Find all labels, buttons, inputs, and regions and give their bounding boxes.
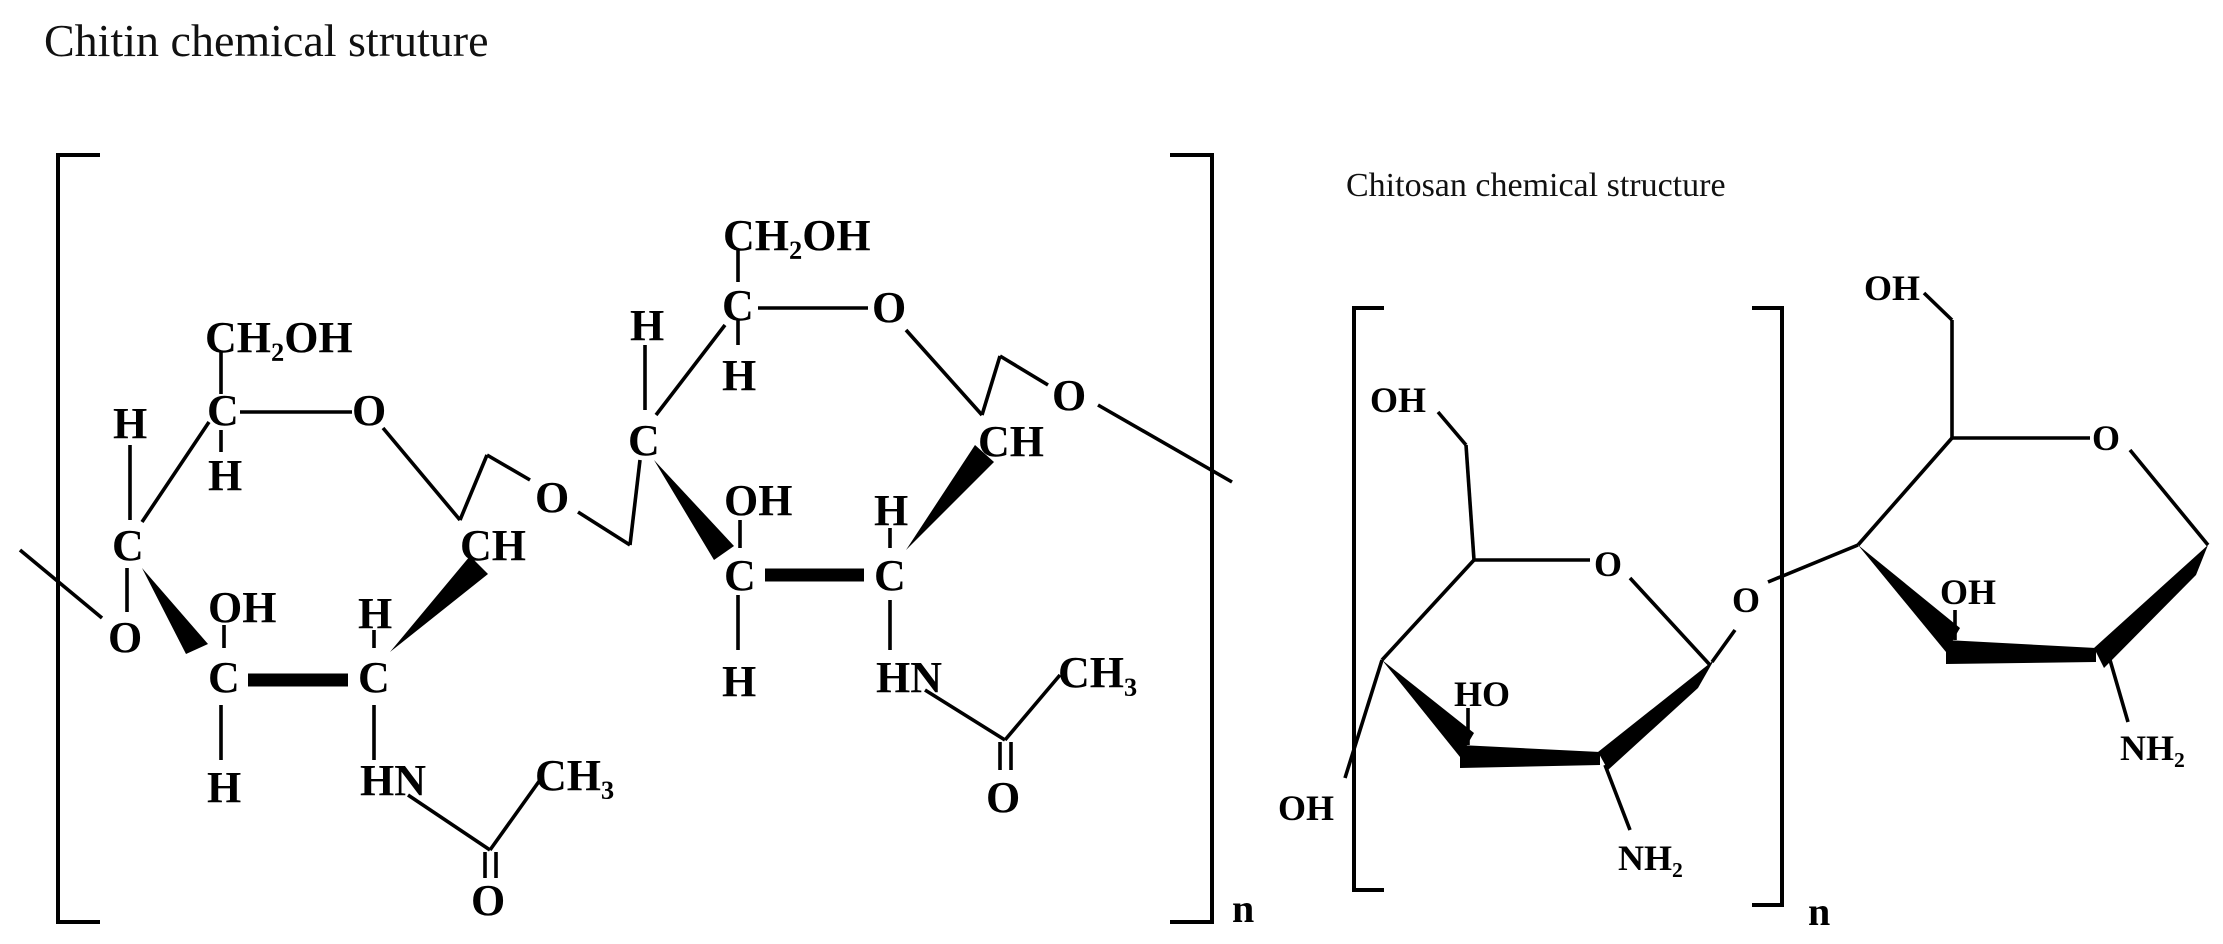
- chitosan-ring2-oh: OH: [1940, 572, 1996, 612]
- chitin-repeat-n: n: [1232, 886, 1254, 931]
- chitin-ring2-h-c2: H: [874, 486, 908, 535]
- chitosan-ring2-oh-top: OH: [1864, 268, 1920, 308]
- chitin-ring2-atoms: CH₂OH C H H O C OH C H H C HN CH₃ O CH O: [628, 211, 1137, 822]
- chitin-ring1-ring-o: O: [352, 386, 386, 435]
- chitin-ring1-nh: HN: [360, 756, 426, 805]
- chitin-ring1-c3: C: [208, 653, 240, 702]
- chitin-ring2-ring-o: O: [872, 283, 906, 332]
- chitin-ring1-ch2oh: CH₂OH: [205, 313, 353, 362]
- chitosan-ring2-atoms: OH O OH NH₂: [1864, 268, 2185, 768]
- chitin-ring1-h-c2: H: [358, 589, 392, 638]
- chitin-ring2-c5: C: [722, 281, 754, 330]
- chitosan-ring1-bonds: [1343, 410, 1859, 831]
- chitin-ring1-c5: C: [207, 386, 239, 435]
- chitin-right-bracket: [1170, 153, 1214, 924]
- chitin-ring2-h-bottom: H: [722, 657, 756, 706]
- chitin-ring2-bonds: [577, 250, 1233, 770]
- chitin-ring1-oh: OH: [208, 583, 276, 632]
- chitosan-ring1-oh-left: OH: [1278, 788, 1334, 828]
- chitosan-left-bracket: [1352, 306, 1384, 892]
- chitin-ring2-c3: C: [724, 551, 756, 600]
- chitin-structure: Chitin chemical struture n: [18, 15, 1254, 931]
- chitosan-ring2-nh2: NH₂: [2120, 728, 2185, 768]
- chitin-ring2-nh: HN: [876, 653, 942, 702]
- chitosan-title: Chitosan chemical structure: [1346, 167, 1726, 204]
- chitin-ring1-c2: C: [358, 653, 390, 702]
- chitosan-link-o: O: [1732, 580, 1760, 620]
- chitin-ring2-c4: C: [628, 416, 660, 465]
- chitosan-ring1-atoms: OH O HO OH NH₂ O: [1278, 380, 1760, 878]
- chitosan-ring1-nh2: NH₂: [1618, 838, 1683, 878]
- chitin-ring1-atoms: CH₂OH C H O H C O OH C H H C HN CH₃ O CH…: [108, 313, 614, 925]
- chitin-ring2-ch3: CH₃: [1058, 648, 1137, 697]
- chitin-ring1-o-left: O: [108, 613, 142, 662]
- chitosan-ring1-oh-top: OH: [1370, 380, 1426, 420]
- chitin-ring1-ch3: CH₃: [535, 751, 614, 800]
- chitosan-ring1-ho: HO: [1454, 674, 1510, 714]
- chitosan-ring1-ring-o: O: [1594, 544, 1622, 584]
- chitin-ring2-c2: C: [874, 551, 906, 600]
- chitin-ring1-bonds: [18, 352, 542, 878]
- chitin-ring1-c1: CH: [460, 521, 526, 570]
- chitin-left-bracket: [56, 153, 100, 924]
- chitin-ring2-carbonyl-o: O: [986, 773, 1020, 822]
- chitin-ring1-c4: C: [112, 521, 144, 570]
- chitosan-ring2-bonds: [1856, 291, 2210, 723]
- chitin-ring2-o-right: O: [1052, 371, 1086, 420]
- chitosan-right-bracket: [1752, 306, 1784, 907]
- chitin-ring1-h-c5: H: [208, 451, 242, 500]
- chitin-ring2-h-below: H: [722, 351, 756, 400]
- chitin-ring2-c1: CH: [978, 417, 1044, 466]
- chitin-ring2-h-left: H: [630, 301, 664, 350]
- chitin-ring2-ch2oh: CH₂OH: [723, 211, 871, 260]
- chitosan-structure: Chitosan chemical structure n: [1278, 167, 2210, 934]
- chitosan-ring2-ring-o: O: [2092, 418, 2120, 458]
- chitin-ring1-carbonyl-o: O: [471, 876, 505, 925]
- chitin-ring2-oh: OH: [724, 476, 792, 525]
- chitin-title: Chitin chemical struture: [44, 15, 489, 66]
- chitin-ring1-h-up: H: [113, 399, 147, 448]
- chitin-ring1-h-bottom: H: [207, 763, 241, 812]
- chitin-link-o: O: [535, 473, 569, 522]
- chitosan-repeat-n: n: [1808, 889, 1830, 934]
